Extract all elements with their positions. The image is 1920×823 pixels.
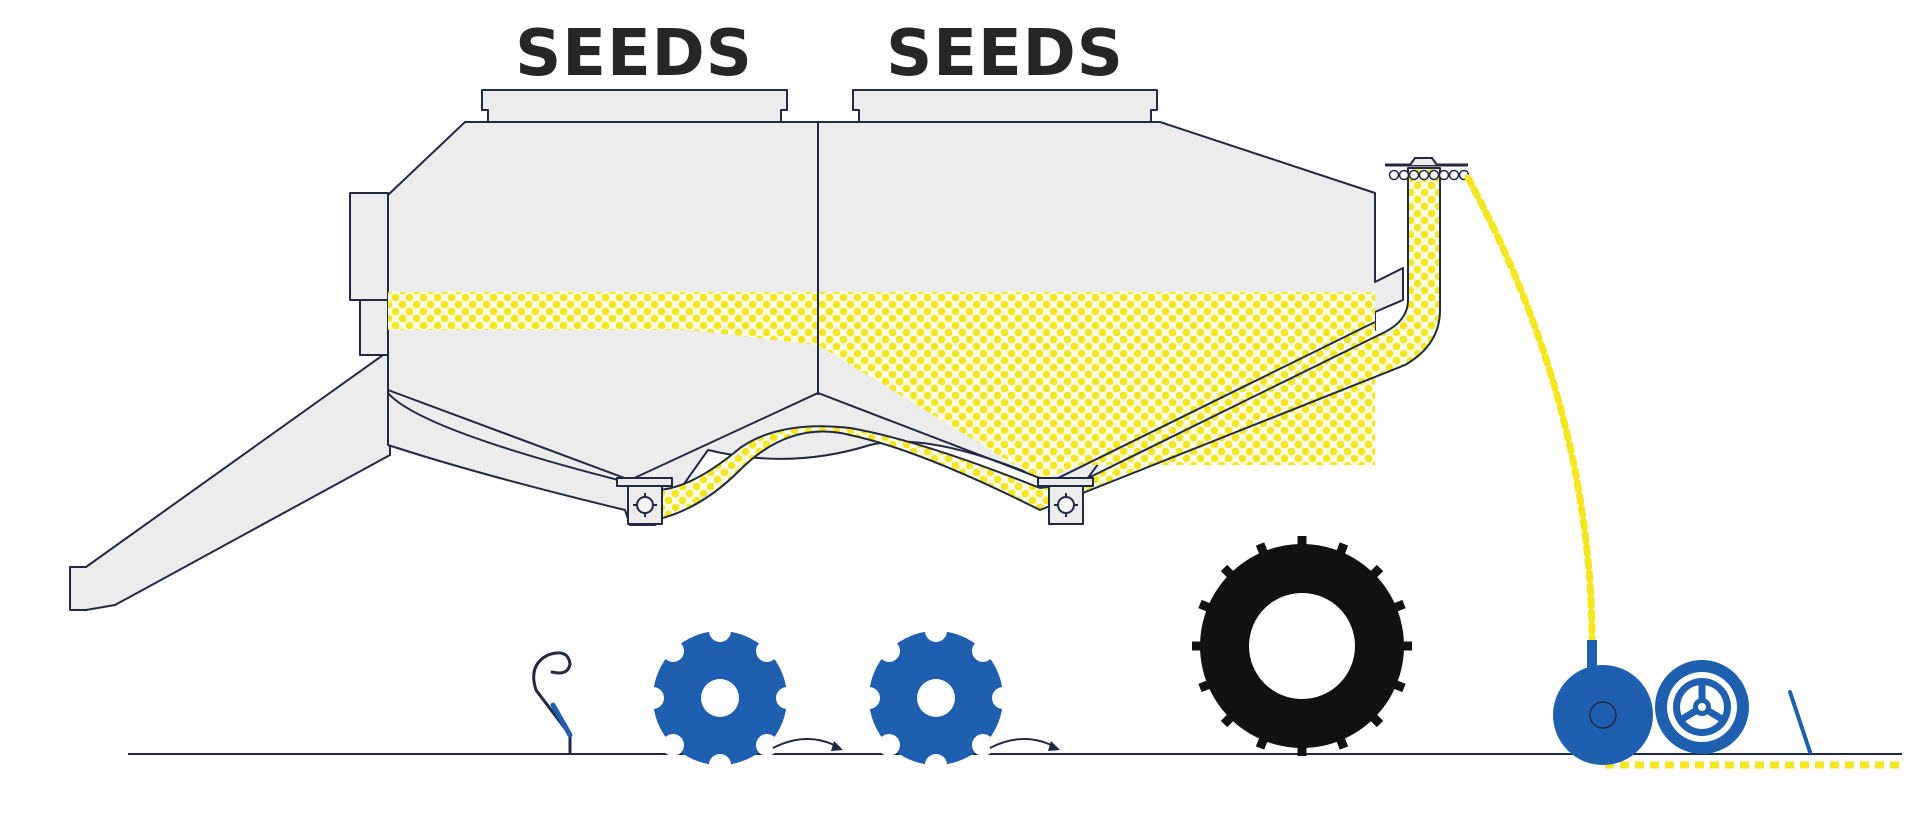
press-wheel-icon	[1553, 665, 1653, 765]
metering-unit-1	[616, 477, 673, 525]
hopper-2-lid	[852, 89, 1158, 123]
covering-harrow	[1788, 690, 1812, 754]
disc-2	[858, 620, 1014, 776]
gear-in-box-icon	[633, 493, 657, 517]
tire	[1192, 536, 1412, 756]
disc-1	[642, 620, 798, 776]
gear-in-box-icon	[1054, 493, 1078, 517]
seed-tube	[1464, 174, 1596, 644]
distribution-head	[1385, 157, 1470, 181]
soil-arrow-2	[989, 738, 1060, 751]
notched-disc-icon	[858, 620, 1014, 776]
hopper-2-label: SEEDS	[886, 17, 1124, 91]
hopper-body	[387, 121, 1404, 526]
press-wheel	[1553, 640, 1653, 765]
hopper-1-label: SEEDS	[515, 17, 753, 91]
spring-tine-icon	[532, 651, 572, 754]
hopper-1-lid	[481, 89, 788, 123]
soil-arrow-1	[772, 738, 843, 751]
tractor-tire-icon	[1192, 536, 1412, 756]
notched-disc-icon	[642, 620, 798, 776]
spring-tine	[532, 651, 573, 754]
metering-unit-2	[1037, 477, 1094, 525]
spoked-wheel	[1655, 660, 1749, 754]
spoked-wheel-icon	[1655, 660, 1749, 754]
seed-conveyor-pipe	[654, 167, 1441, 521]
drawbar-arm	[69, 192, 391, 611]
